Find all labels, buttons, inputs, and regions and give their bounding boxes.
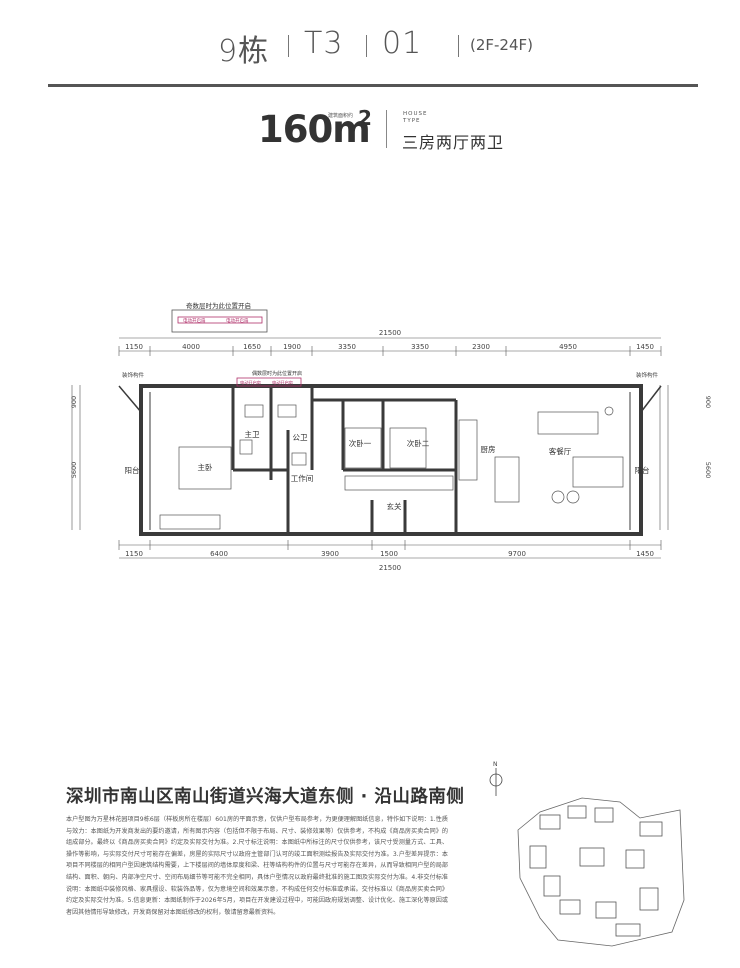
dim-right-lower: 5600 — [704, 462, 712, 479]
odd-floor-note: 奇数层时为此位置开启 — [186, 301, 251, 310]
dim-top-4: 1900 — [283, 343, 301, 351]
ac-label: 电动开启扇 — [272, 379, 293, 386]
dim-bottom-4: 1500 — [380, 550, 398, 558]
room-workroom: 工作间 — [291, 473, 314, 483]
exterior-walls — [118, 384, 662, 536]
dim-left-upper: 900 — [70, 396, 78, 408]
bed-2 — [389, 427, 427, 469]
dim-bottom-5: 9700 — [508, 550, 526, 558]
room-bedroom-1: 次卧一 — [349, 438, 372, 448]
master-bed — [178, 446, 232, 490]
dim-top-1: 1150 — [125, 343, 143, 351]
title-divider — [366, 35, 367, 57]
dim-top-8: 4950 — [559, 343, 577, 351]
project-address: 深圳市南山区南山街道兴海大道东侧 · 沿山路南侧 — [66, 787, 465, 807]
bed-1 — [344, 427, 382, 469]
floor-range: (2F-24F) — [470, 36, 534, 54]
dim-bottom-6: 1450 — [636, 550, 654, 558]
dim-right-upper: 900 — [704, 396, 712, 408]
room-master-bedroom: 主卧 — [198, 462, 213, 472]
house-type-en-line1: HOUSE — [403, 111, 428, 117]
room-living-dining: 客餐厅 — [549, 446, 572, 456]
title-divider — [288, 35, 289, 57]
decor-note-right: 装饰构件 — [636, 371, 659, 379]
house-type-english: HOUSE TYPE — [403, 111, 427, 125]
dim-top-5: 3350 — [338, 343, 356, 351]
interior-walls — [231, 386, 458, 534]
room-master-bath: 主卫 — [245, 429, 260, 439]
total-width-top: 21500 — [379, 329, 401, 337]
room-balcony-right: 阳台 — [635, 465, 650, 475]
north-arrow: N — [489, 761, 503, 796]
odd-floor-note-group: 奇数层时为此位置开启 电动开启扇 电动开启扇 — [171, 301, 268, 333]
area-value: 160m — [258, 108, 371, 151]
total-width-bottom: 21500 — [379, 564, 401, 572]
area-unit-superscript: 2 — [358, 106, 372, 130]
unit-type: T3 — [304, 26, 344, 61]
sofa — [572, 456, 624, 488]
house-type-name: 三房两厅两卫 — [402, 133, 505, 152]
dimension-ticks — [118, 346, 662, 550]
dim-top-3: 1650 — [243, 343, 261, 351]
disclaimer-text: 本户型图为万星林花园项目9栋6层（样板房所在楼层）601房的平面示意，仅供户型布… — [66, 816, 448, 916]
dim-top-2: 4000 — [182, 343, 200, 351]
decor-note-left: 装饰构件 — [122, 371, 145, 379]
dim-left-lower: 5600 — [70, 462, 78, 479]
wardrobe-2 — [344, 475, 454, 491]
dim-bottom-1: 1150 — [125, 550, 143, 558]
window-markers — [236, 377, 302, 387]
dim-top-6: 3350 — [411, 343, 429, 351]
area-divider — [386, 110, 387, 148]
even-floor-note: 偶数层时为此位置开启 — [252, 370, 302, 377]
header-rule — [48, 84, 698, 87]
unit-number: 01 — [382, 26, 423, 61]
ac-label: 电动开启扇 — [183, 317, 206, 324]
ac-label: 电动开启扇 — [226, 317, 249, 324]
dim-top-9: 1450 — [636, 343, 654, 351]
room-kitchen: 厨房 — [481, 444, 496, 454]
ac-label: 电动开启扇 — [240, 379, 261, 386]
site-buildings — [529, 805, 663, 937]
dim-top-7: 2300 — [472, 343, 490, 351]
furniture — [159, 404, 624, 530]
kitchen-counter — [458, 419, 478, 481]
house-type-en-line2: TYPE — [403, 118, 421, 124]
header: 9栋 T3 01 (2F-24F) — [0, 0, 740, 90]
site-plan: N — [489, 761, 685, 947]
title-divider — [458, 35, 459, 57]
room-bedroom-2: 次卧二 — [407, 438, 430, 448]
dining-table — [537, 411, 599, 435]
dim-bottom-2: 6400 — [210, 550, 228, 558]
floor-plan: 奇数层时为此位置开启 电动开启扇 电动开启扇 21500 1150 4000 1… — [70, 301, 712, 572]
wardrobe — [159, 514, 221, 530]
dim-bottom-3: 3900 — [321, 550, 339, 558]
room-public-bath: 公卫 — [293, 433, 308, 442]
room-labels: 主卫 公卫 主卧 次卧一 次卧二 厨房 客餐厅 阳台 阳台 工作间 玄关 — [125, 429, 650, 511]
room-balcony-left: 阳台 — [125, 465, 140, 475]
site-boundary — [517, 797, 685, 947]
north-label: N — [493, 761, 498, 768]
island — [494, 456, 520, 503]
dimension-lines — [71, 337, 669, 559]
area-label: 建筑面积约 — [328, 113, 354, 119]
room-entrance: 玄关 — [387, 501, 402, 511]
building-number: 9栋 — [218, 34, 270, 69]
